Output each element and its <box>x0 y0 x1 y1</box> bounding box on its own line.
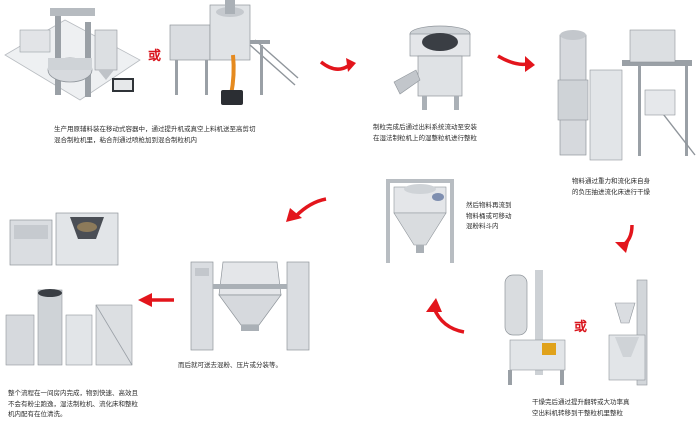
caption-step5: 然后物料再流到 物料桶或可移动 混粉料斗内 <box>466 201 512 230</box>
stage6-bin-blender-illustration <box>183 250 318 355</box>
or-label-1: 或 <box>148 49 162 64</box>
stage4-vacuum-conveyor-illustration <box>490 265 570 390</box>
stage1-vacuum-loader-illustration <box>165 0 300 112</box>
stage2-wet-mill-illustration <box>388 22 488 114</box>
flow-arrow-6 <box>136 292 176 308</box>
stage1-mixer-lift-illustration <box>0 0 145 112</box>
flow-arrow-4 <box>424 296 468 336</box>
stage4-lift-tipper-illustration <box>595 275 665 390</box>
stage7-complete-line-illustration <box>0 285 140 370</box>
or-label-2: 或 <box>574 320 588 335</box>
stage3-fluid-bed-illustration <box>550 20 700 168</box>
flow-arrow-2 <box>495 50 537 76</box>
caption-step4: 干燥完后通过提升翻转或大功率真 空出料机转移到干整粒机里整粒 <box>532 398 630 417</box>
flow-arrow-5 <box>282 196 328 226</box>
stage5-ibc-bin-illustration <box>380 175 460 270</box>
flow-arrow-1 <box>318 54 358 76</box>
caption-step3: 物料通过重力和流化床自身 的负压抽进流化床进行干燥 <box>572 177 650 196</box>
flow-arrow-3 <box>612 222 638 256</box>
caption-step6: 而后就可送去混粉、压片或分装等。 <box>178 361 282 369</box>
caption-step2: 制粒完成后通过出料系统流动至安装 在湿法制粒机上的湿整粒机进行整粒 <box>373 123 477 142</box>
caption-step1: 生产用原辅料装在移动式容器中，通过提升机或真空上料机送至高剪切 混合制粒机里，粘… <box>54 125 256 144</box>
stage7-downstream-machine-illustration <box>0 205 130 270</box>
caption-step7: 整个流程在一间房内完成，物到快速、高效且 不会有粉尘跑逸，湿法制粒机、流化床和整… <box>8 389 138 418</box>
